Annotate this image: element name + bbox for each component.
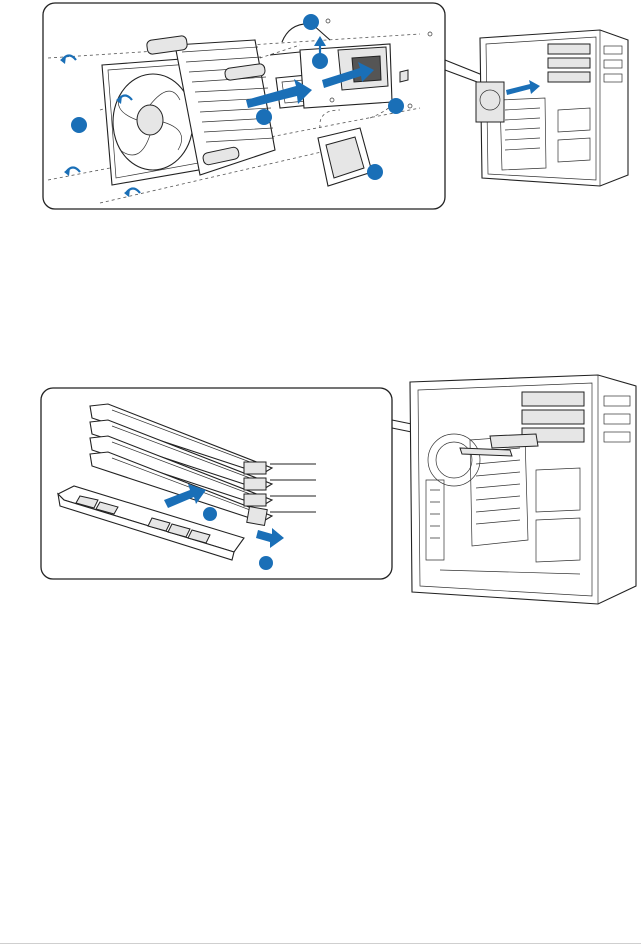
dimm-step-marker-2: [259, 556, 273, 570]
footer-rule: [0, 943, 641, 944]
tower-case-large: [410, 375, 636, 604]
figure-cpu-heatsink: [43, 3, 520, 209]
dimm-step-marker-1: [203, 507, 217, 521]
tower-case-small: [476, 30, 628, 186]
